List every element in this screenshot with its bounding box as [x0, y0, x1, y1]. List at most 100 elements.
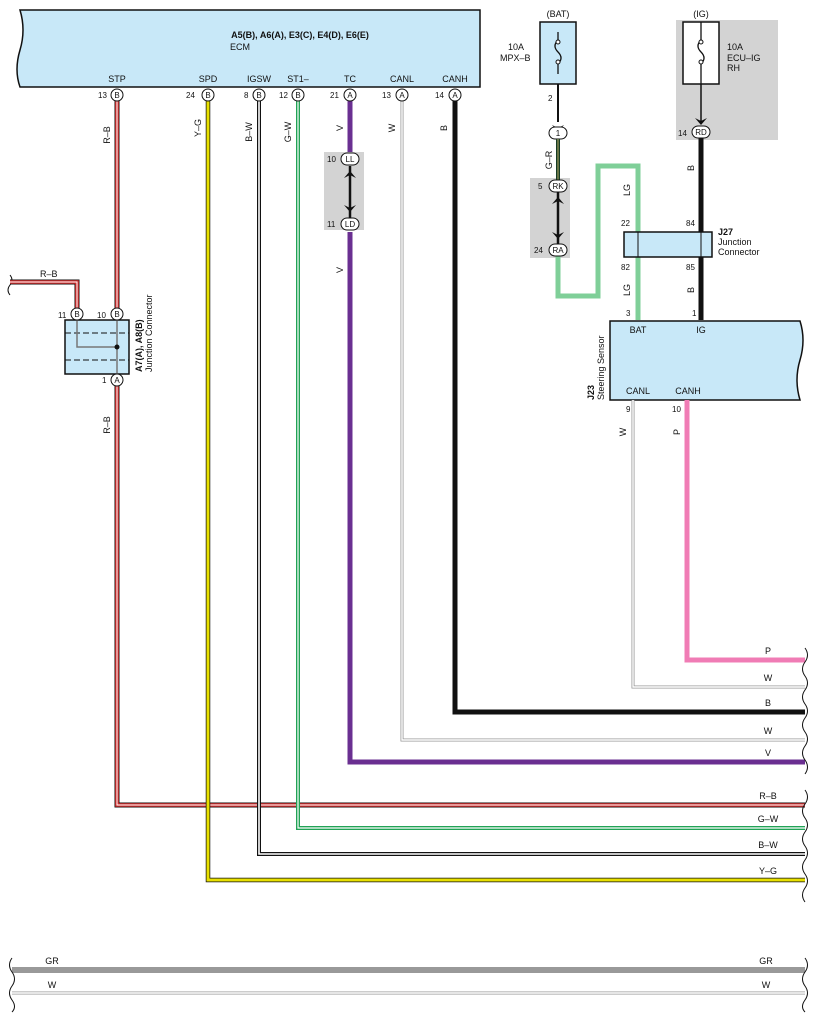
svg-text:RA: RA: [552, 246, 564, 255]
svg-text:RD: RD: [695, 128, 707, 137]
svg-text:LL: LL: [346, 155, 355, 164]
bat-fuse-terminal-bottom: [555, 59, 561, 65]
wire-label-tc: V: [335, 125, 345, 131]
bottom-break-right: [802, 957, 808, 1013]
j27-pin-85: 85: [686, 263, 695, 272]
ra-arrow: [552, 232, 564, 239]
sensor-pin-bat: 3: [626, 309, 631, 318]
wire-lg-upper: [555, 163, 641, 299]
wire-rb-in-outline: [10, 279, 80, 312]
right-label-gw: G–W: [758, 814, 779, 824]
svg-text:RK: RK: [552, 182, 564, 191]
sensor-label-canh: CANH: [675, 386, 701, 396]
ll-ld-shade: [324, 152, 364, 230]
svg-text:13: 13: [382, 91, 391, 100]
connector-ra: 24 RA: [534, 243, 568, 257]
ecm-terminal-canl: CANL: [390, 74, 414, 84]
svg-text:24: 24: [534, 246, 543, 255]
wire-canl-outline: [400, 101, 805, 742]
ecm-pin-stp: 13 B: [98, 88, 124, 102]
svg-text:11: 11: [58, 311, 67, 320]
svg-text:24: 24: [186, 91, 195, 100]
ecm-pin-canl: 13 A: [382, 88, 409, 102]
wire-sensor-canh: [684, 400, 805, 663]
ig-lead-arrow: [695, 118, 707, 125]
right-label-rb: R–B: [759, 791, 777, 801]
j27-name-1: Junction: [718, 237, 752, 247]
ecm-terminal-canh: CANH: [442, 74, 468, 84]
right-break-lower: [802, 789, 808, 903]
wire-rb-in: [10, 280, 79, 312]
right-label-v: V: [765, 748, 771, 758]
svg-text:5: 5: [538, 182, 543, 191]
wire-label-gr: G–R: [544, 150, 554, 169]
jc-a7-pin-10: 10 B: [97, 307, 124, 321]
right-label-bw: B–W: [758, 840, 778, 850]
left-break-mark: [7, 274, 13, 296]
rk-arrow: [552, 197, 564, 204]
wire-label-lg-top: LG: [622, 184, 632, 196]
jc-a7-name: Junction Connector: [144, 294, 154, 372]
svg-text:14: 14: [678, 129, 687, 138]
svg-text:B: B: [114, 91, 119, 100]
svg-text:B: B: [295, 91, 300, 100]
jc-a7-pin-1: 1 A: [102, 373, 124, 387]
junction-connector-j27: [623, 231, 713, 258]
steering-sensor-box: [609, 320, 804, 401]
bat-fuse-rating: 10A: [508, 42, 524, 52]
wire-label-canl: W: [387, 123, 397, 132]
bat-fuse-header: (BAT): [547, 9, 570, 19]
ecm-name: ECM: [230, 42, 250, 52]
wire-label-stp: R–B: [102, 126, 112, 144]
ig-fuse-terminal-top: [698, 39, 704, 45]
ig-fuse-symbol: [697, 22, 705, 84]
bottom-break-left: [9, 957, 15, 1013]
ll-arrow: [344, 171, 356, 178]
sensor-label-bat: BAT: [630, 325, 647, 335]
svg-text:1: 1: [102, 376, 107, 385]
ecm-pin-st1: 12 B: [279, 88, 305, 102]
svg-text:8: 8: [244, 91, 249, 100]
ecm-terminal-spd: SPD: [199, 74, 218, 84]
right-label-p: P: [765, 646, 771, 656]
sensor-pin-ig: 1: [692, 309, 697, 318]
svg-text:B: B: [74, 310, 79, 319]
right-label-w1: W: [764, 673, 773, 683]
wire-label-stp-lower: R–B: [102, 416, 112, 434]
ecm-connector-title: A5(B), A6(A), E3(C), E4(D), E6(E): [231, 30, 369, 40]
svg-text:LD: LD: [345, 220, 355, 229]
svg-text:B: B: [114, 310, 119, 319]
svg-text:A: A: [114, 376, 120, 385]
wire-tc: [347, 101, 805, 765]
wire-sensor-canl: [632, 400, 805, 688]
svg-text:21: 21: [330, 91, 339, 100]
jc-a7-ref: A7(A), A8(B): [134, 319, 144, 372]
ecm-terminal-st1: ST1–: [287, 74, 309, 84]
svg-text:10: 10: [97, 311, 106, 320]
ig-fuse-name-1: ECU–IG: [727, 53, 761, 63]
ecm-terminal-igsw: IGSW: [247, 74, 272, 84]
wire-sensor-canl-outline: [631, 400, 805, 689]
steering-sensor-ref: J23: [586, 385, 596, 400]
svg-text:11: 11: [327, 220, 336, 229]
connector-ld: 11 LD: [327, 217, 360, 231]
ecm-terminal-stp: STP: [108, 74, 126, 84]
wire-label-canh: B: [439, 125, 449, 131]
connector-1-label: 1: [556, 129, 561, 138]
svg-text:A: A: [399, 91, 405, 100]
wire-label-tc-lower: V: [335, 267, 345, 273]
jc-a7-pin-11: 11 B: [58, 307, 84, 321]
sensor-pin-canl: 9: [626, 405, 631, 414]
bottom-label-gr-right: GR: [759, 956, 773, 966]
ecm-pin-tc: 21 A: [330, 88, 357, 102]
ecm-pin-canh: 14 A: [435, 88, 462, 102]
wire-label-sensor-canl: W: [618, 427, 628, 436]
wire-canh: [452, 101, 805, 715]
ecm-pin-igsw: 8 B: [244, 88, 266, 102]
j27-pin-84: 84: [686, 219, 695, 228]
right-label-b: B: [765, 698, 771, 708]
bat-fuse-name: MPX–B: [500, 53, 531, 63]
right-label-yg: Y–G: [759, 866, 777, 876]
svg-text:14: 14: [435, 91, 444, 100]
j27-ref: J27: [718, 227, 733, 237]
